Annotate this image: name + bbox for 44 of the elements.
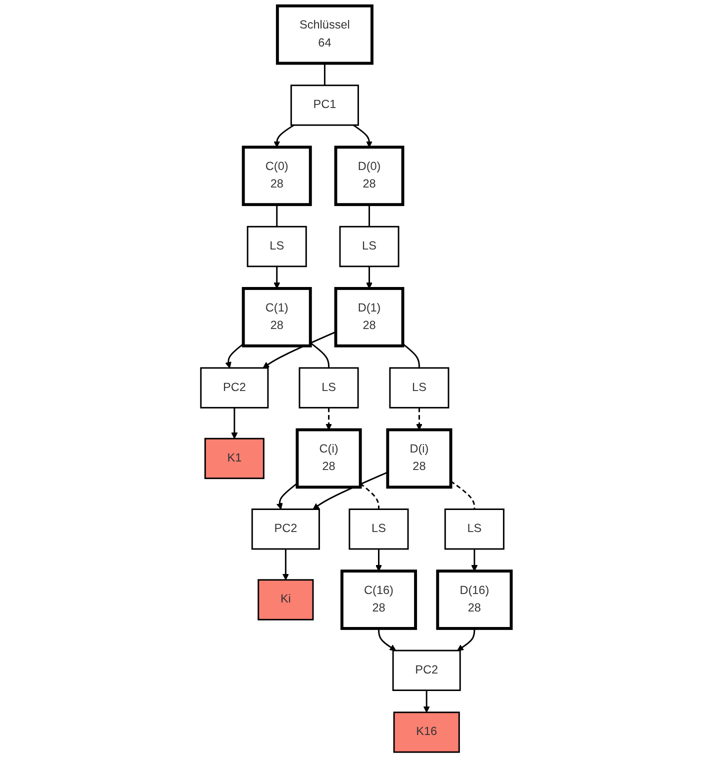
node-box: D(i) 28	[386, 428, 453, 489]
node-box: LS	[444, 508, 505, 550]
arrow	[378, 628, 397, 651]
node-box: K16	[394, 712, 460, 753]
connector	[310, 342, 330, 368]
connector	[368, 204, 370, 227]
connector	[360, 483, 380, 510]
node-box: C(16) 28	[340, 570, 418, 630]
arrow	[282, 548, 290, 580]
node-box: D(16) 28	[436, 570, 514, 630]
node-box: PC1	[290, 84, 360, 126]
node-box: C(i) 28	[296, 428, 362, 489]
node-box: PC2	[392, 650, 462, 692]
arrow	[274, 266, 281, 289]
connector	[276, 204, 278, 227]
node-box: Ki	[258, 579, 314, 620]
node-box: LS	[299, 367, 360, 408]
node-box: K1	[204, 438, 265, 480]
node-box: PC2	[200, 367, 270, 408]
node-box: C(0) 28	[242, 146, 312, 206]
node-box: PC2	[252, 508, 320, 550]
node-box: LS	[340, 226, 400, 268]
node-box: LS	[247, 226, 308, 268]
arrow	[366, 266, 373, 289]
connector	[402, 343, 420, 368]
arrow	[226, 343, 244, 368]
node-box: LS	[390, 367, 450, 408]
arrow	[276, 482, 298, 510]
arrow	[424, 690, 430, 713]
connector	[450, 480, 476, 510]
arrow	[416, 408, 423, 430]
node-box: D(1) 28	[334, 287, 405, 348]
node-box: C(1) 28	[242, 287, 312, 348]
arrow	[274, 124, 295, 148]
arrow	[457, 628, 476, 651]
arrow	[472, 548, 478, 572]
node-box: D(0) 28	[334, 146, 405, 206]
arrow	[326, 408, 332, 430]
node-box: LS	[349, 508, 410, 550]
node-box: Schlüssel 64	[276, 4, 374, 65]
connector	[324, 63, 326, 86]
arrow	[376, 548, 382, 572]
arrow	[353, 124, 373, 148]
arrow	[232, 408, 238, 439]
